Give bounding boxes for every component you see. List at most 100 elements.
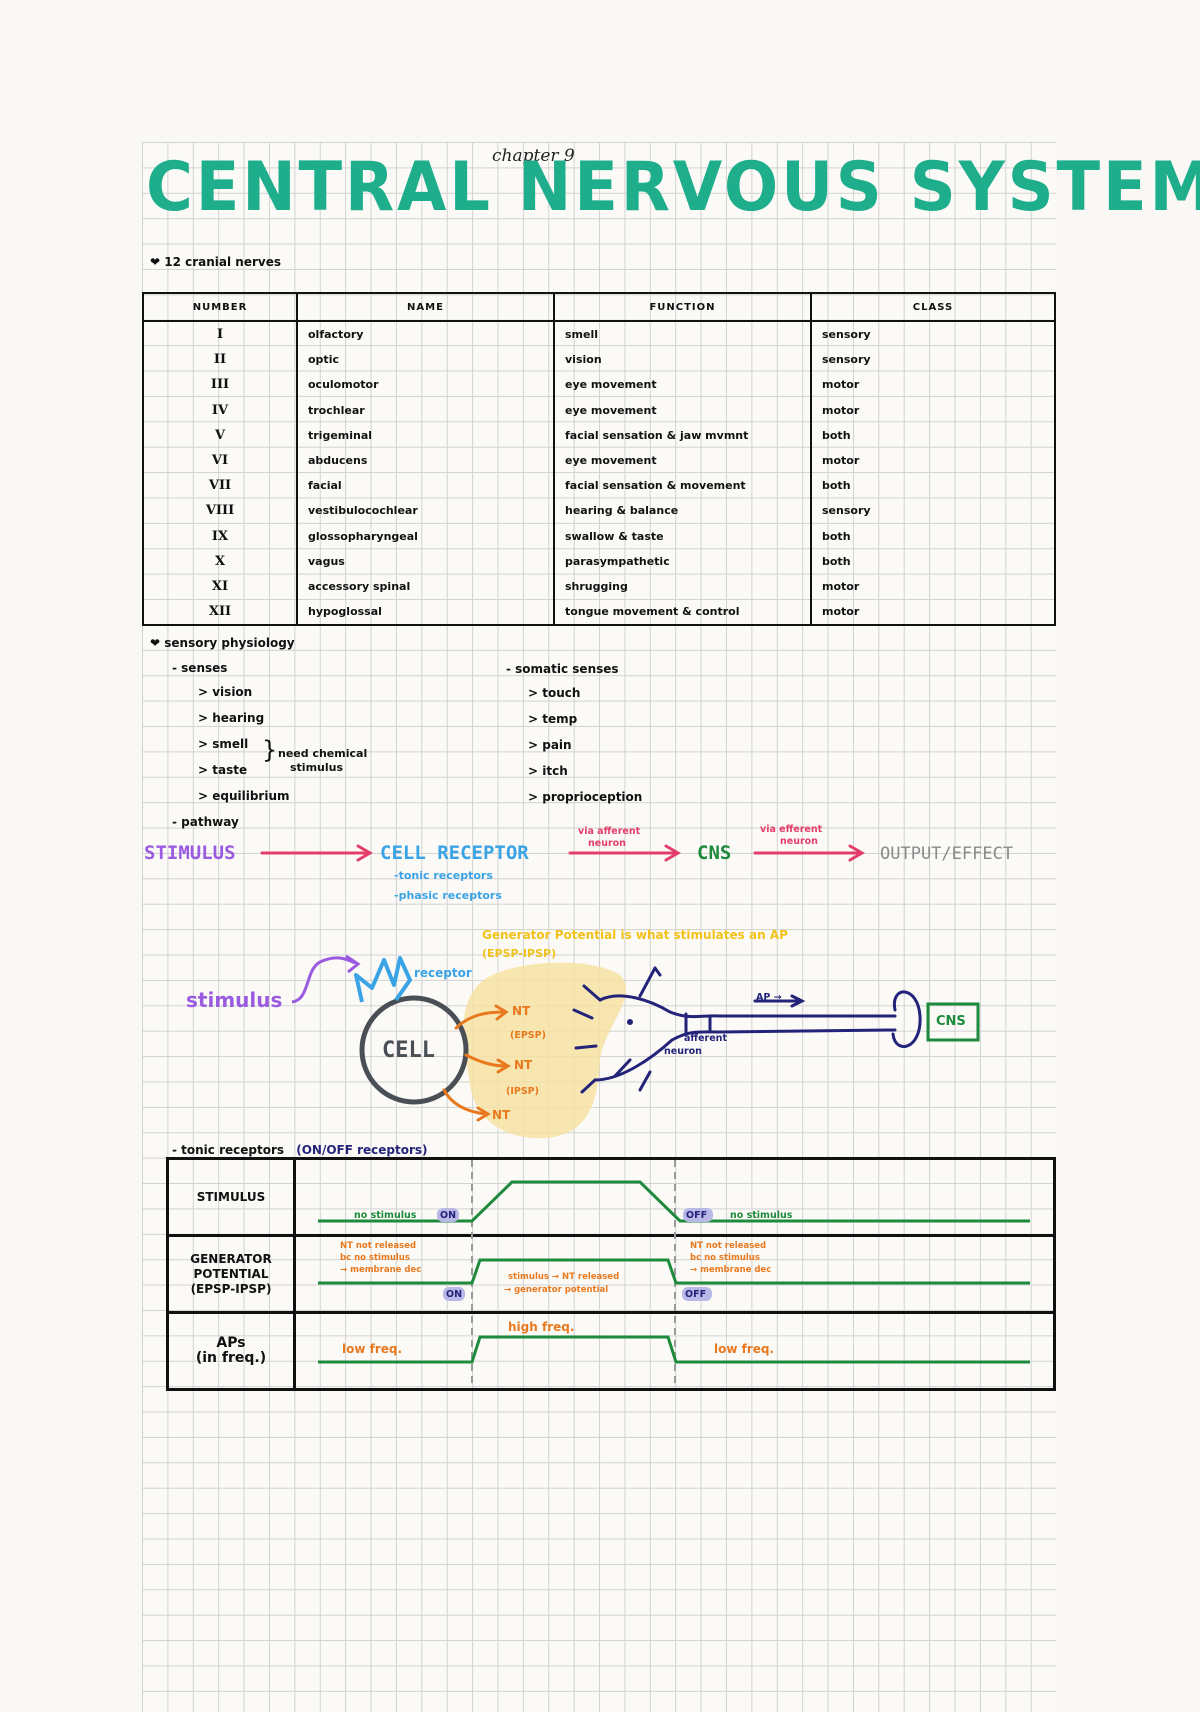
nerve-number: III	[142, 372, 298, 398]
nerve-function: eye movement	[553, 372, 812, 398]
col-function: FUNCTION	[553, 292, 812, 322]
arrow-stimulus-receptor	[260, 844, 373, 862]
heart-icon: ❤	[150, 636, 161, 650]
ap-trace	[318, 1335, 1030, 1364]
nerve-name: accessory spinal	[296, 573, 555, 600]
chapter-subtitle: chapter 9	[492, 146, 575, 166]
cns-box	[926, 1002, 980, 1042]
nerve-class: sensory	[810, 321, 1056, 348]
nerve-function: hearing & balance	[553, 498, 812, 524]
cranial-heading-text: 12 cranial nerves	[164, 255, 282, 269]
nerve-name: oculomotor	[296, 372, 555, 398]
nerve-number: VII	[142, 473, 298, 499]
page-title: CENTRAL NERVOUS SYSTEM	[146, 148, 1200, 227]
chem-note-1: need chemical	[278, 747, 368, 760]
afferent-label-1: via afferent	[578, 826, 641, 837]
pathway-arrows	[260, 844, 980, 1139]
chevron-right-icon: >	[528, 790, 543, 804]
efferent-label-1: via efferent	[760, 824, 823, 835]
nerve-number: II	[142, 347, 298, 373]
ap-label: AP →	[756, 992, 782, 1003]
generator-trace	[318, 1258, 1030, 1285]
nerve-function: tongue movement & control	[553, 599, 812, 627]
nerve-class: motor	[810, 447, 1056, 474]
special-senses-list: > vision> hearing> smell> taste> equilib…	[198, 679, 290, 809]
chevron-right-icon: >	[528, 712, 543, 726]
list-item-label: equilibrium	[212, 789, 290, 803]
somatic-senses-title: - somatic senses	[506, 662, 619, 676]
nerve-class: motor	[810, 573, 1056, 600]
nerve-name: olfactory	[296, 321, 555, 348]
generator-potential-area	[463, 962, 627, 1139]
tonic-row-aps: APs (in freq.)	[166, 1311, 1056, 1391]
nerve-number: VIII	[142, 498, 298, 524]
generator-note-2: (EPSP-IPSP)	[482, 947, 557, 960]
nerve-function: eye movement	[553, 447, 812, 474]
special-senses-title: - senses	[172, 661, 228, 675]
arrow-cns-output	[753, 844, 865, 862]
ipsp-label: (IPSP)	[506, 1086, 539, 1097]
nt-label-3: NT	[492, 1108, 511, 1122]
timing-guides	[471, 1160, 676, 1385]
nerve-class: motor	[810, 397, 1056, 423]
stimulus-arrow	[291, 956, 356, 1004]
nt-left-3: → membrane dec	[340, 1265, 422, 1275]
nt-mid-1: stimulus → NT released	[508, 1272, 620, 1282]
list-item: > touch	[528, 680, 642, 706]
chevron-right-icon: >	[198, 763, 213, 777]
row-label-gp-2: POTENTIAL	[193, 1266, 269, 1281]
low-freq-left: low freq.	[342, 1342, 403, 1356]
somatic-senses-list: > touch> temp> pain> itch> proprioceptio…	[528, 680, 642, 810]
flow-cns: CNS	[697, 842, 732, 864]
heart-icon: ❤	[150, 255, 161, 269]
chevron-right-icon: >	[198, 789, 213, 803]
efferent-label-2: neuron	[780, 836, 818, 847]
col-number: NUMBER	[142, 292, 298, 322]
chevron-right-icon: >	[198, 685, 213, 699]
list-item-label: vision	[212, 685, 253, 699]
nerve-function: swallow & taste	[553, 523, 812, 549]
nerve-number: IX	[142, 523, 298, 549]
nerve-number: X	[142, 548, 298, 574]
afferent-neuron-label-2: neuron	[664, 1046, 702, 1057]
off-badge-1	[683, 1208, 713, 1222]
nerve-function: facial sensation & movement	[553, 473, 812, 499]
nt-left-2: bc no stimulus	[340, 1253, 410, 1263]
on-badge-2	[443, 1287, 465, 1301]
tonic-traces	[318, 1160, 1030, 1385]
diagram-cell: CELL	[382, 1038, 435, 1063]
low-freq-right: low freq.	[714, 1342, 775, 1356]
chevron-right-icon: >	[528, 738, 543, 752]
phasic-receptors: -phasic receptors	[394, 889, 502, 902]
nerve-name: optic	[296, 347, 555, 373]
pathway-title: - pathway	[172, 815, 239, 829]
nerve-name: vestibulocochlear	[296, 498, 555, 524]
afferent-neuron-label-1: afferent	[684, 1033, 727, 1044]
nerve-class: both	[810, 422, 1056, 448]
nerve-number: I	[142, 321, 298, 348]
list-item: > hearing	[198, 705, 290, 731]
sensory-heading: ❤ sensory physiology	[150, 636, 295, 650]
nerve-function: vision	[553, 347, 812, 373]
list-item-label: proprioception	[542, 790, 643, 804]
nerve-function: parasympathetic	[553, 548, 812, 574]
row-label-stimulus-text: STIMULUS	[196, 1189, 266, 1204]
row-label-gp-3: (EPSP-IPSP)	[190, 1281, 272, 1296]
plot-cell	[293, 1311, 1056, 1391]
nt-mid-2: → generator potential	[504, 1285, 609, 1295]
tonic-heading-paren: (ON/OFF receptors)	[296, 1143, 428, 1157]
flow-stimulus: STIMULUS	[144, 842, 236, 864]
sensory-heading-text: sensory physiology	[164, 636, 295, 650]
nerve-class: sensory	[810, 498, 1056, 524]
table-header-row: NUMBER NAME FUNCTION CLASS	[142, 292, 1056, 322]
